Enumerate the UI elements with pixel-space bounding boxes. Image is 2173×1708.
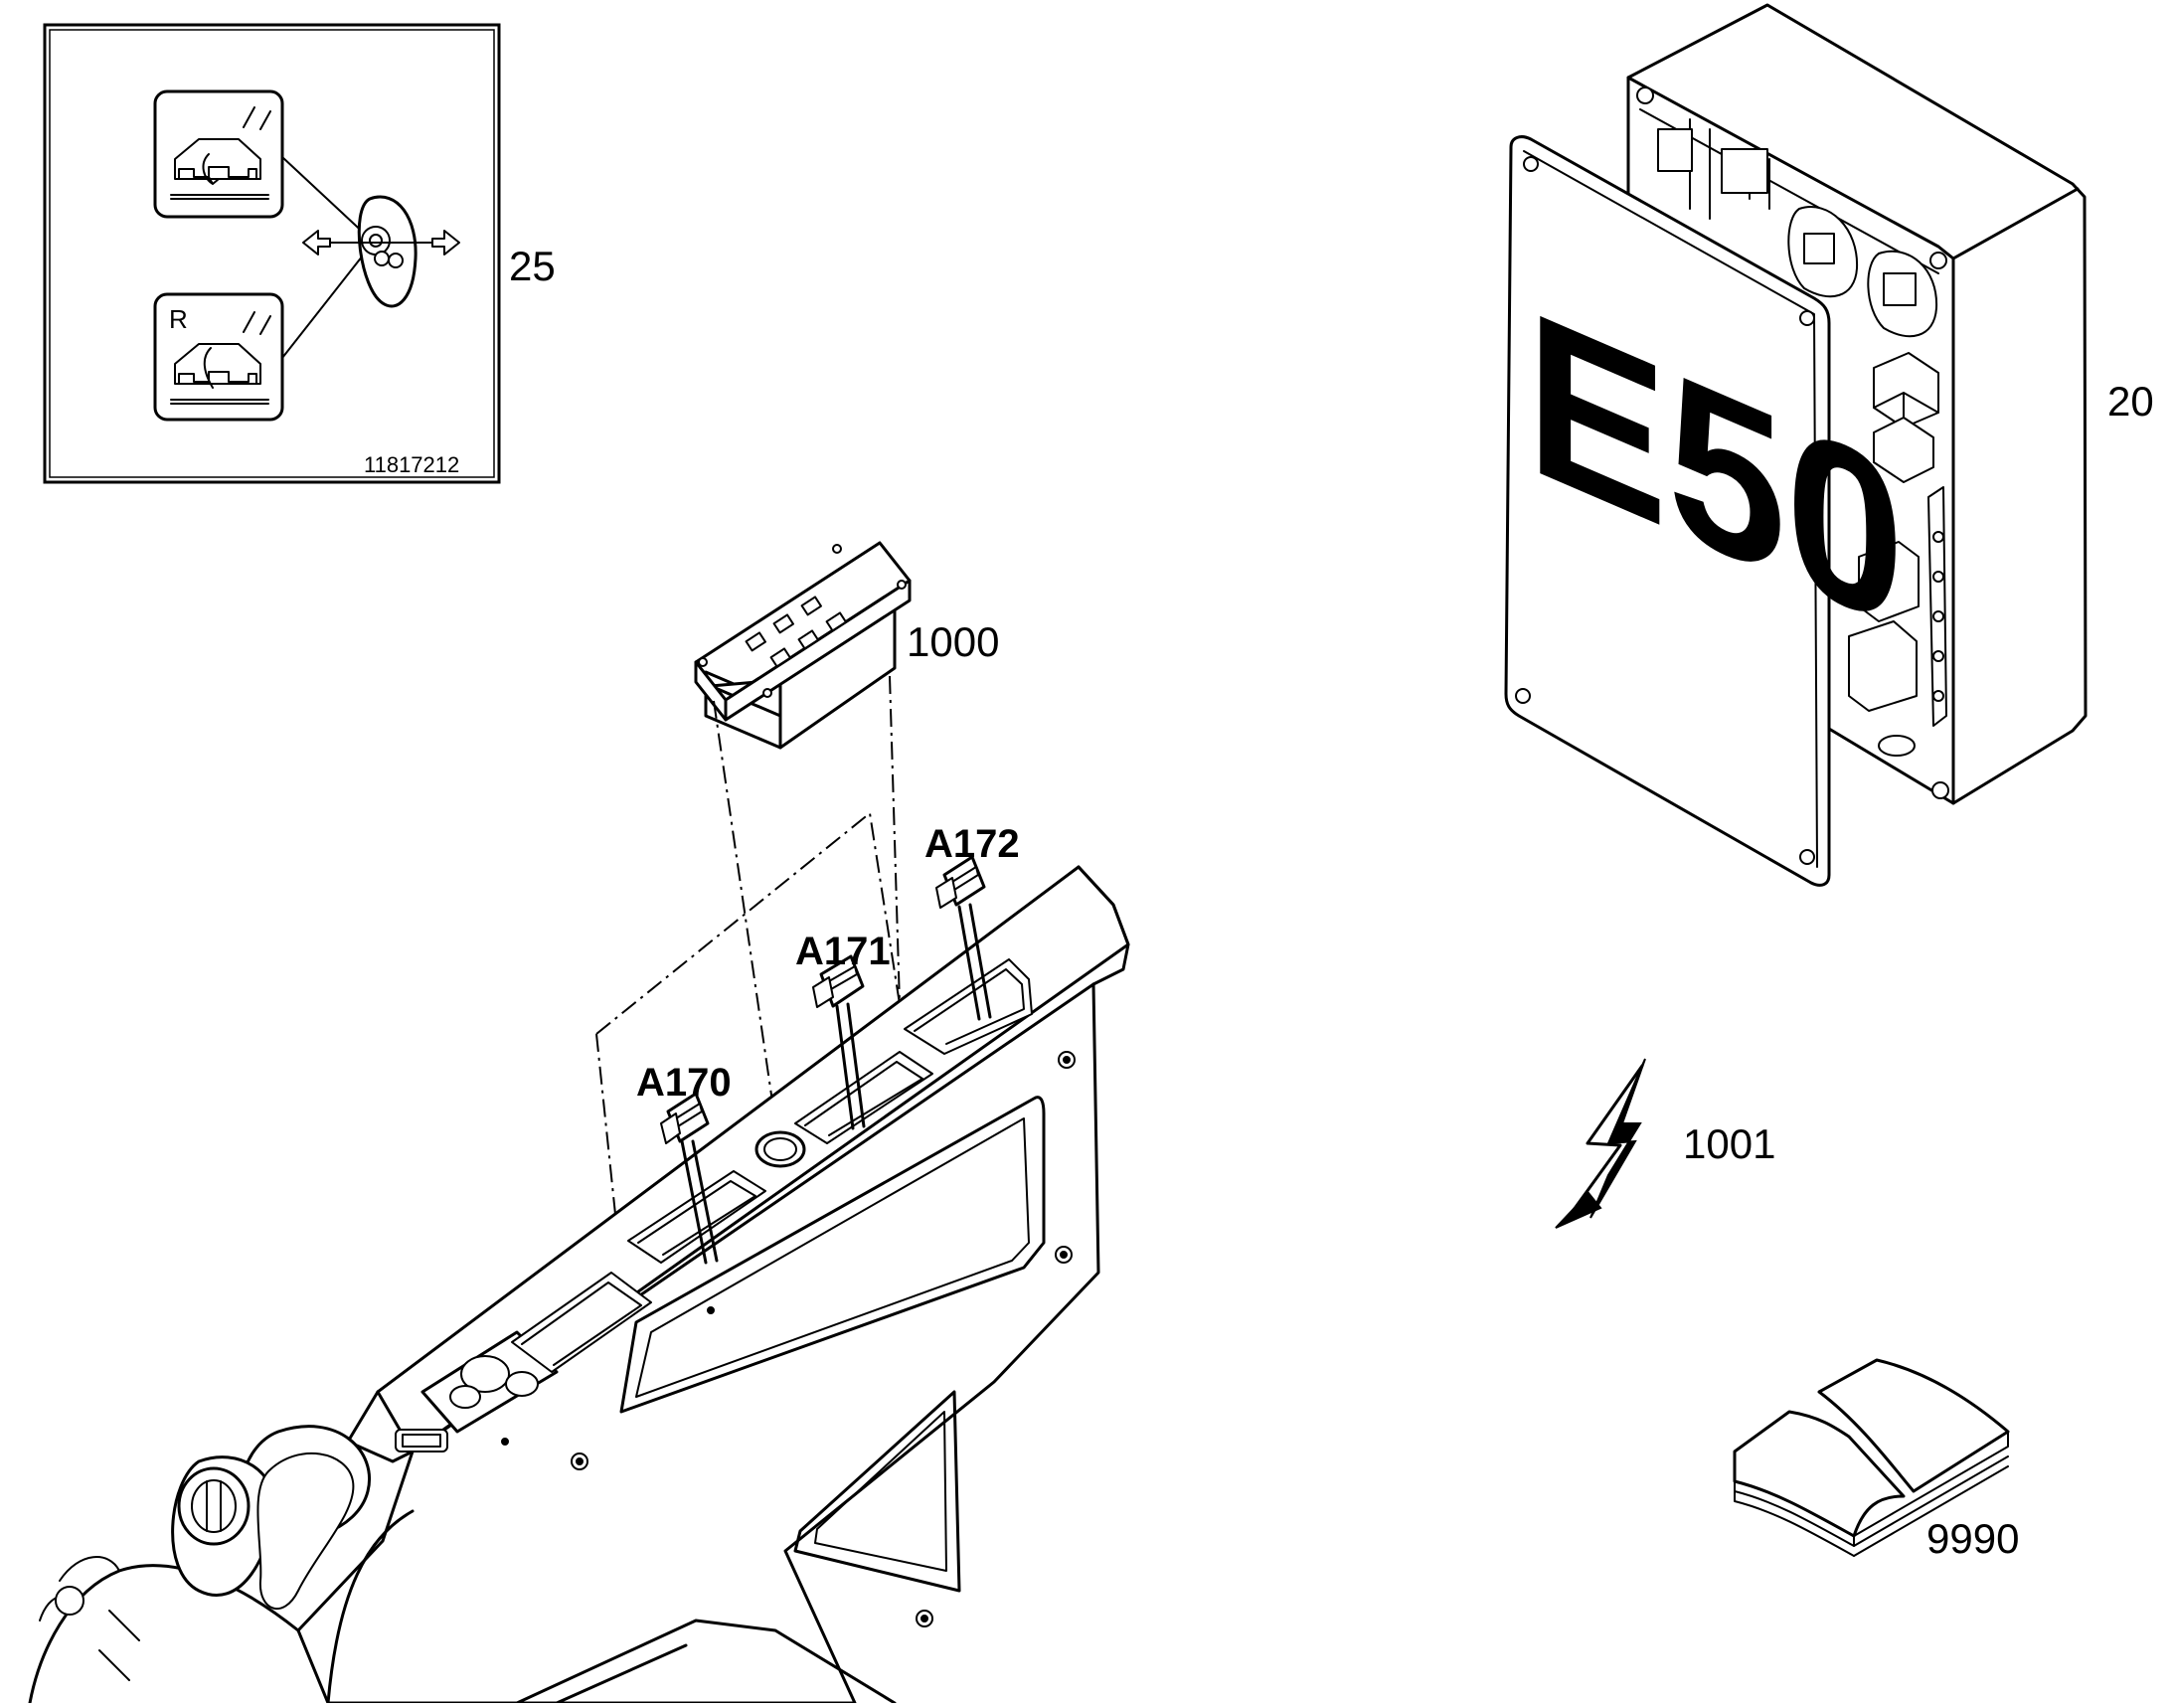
lift-down-pictogram-icon: R — [153, 292, 284, 422]
keypad-module — [694, 541, 912, 750]
connector-a172 — [935, 855, 992, 1021]
callout-20: 20 — [2107, 378, 2154, 425]
callout-1001: 1001 — [1683, 1120, 1775, 1167]
connector-label-a170: A170 — [636, 1061, 732, 1105]
dashboard-frame — [28, 865, 1130, 1705]
connector-label-a171: A171 — [795, 930, 891, 973]
lightning-bolt-icon — [1555, 1058, 1646, 1229]
callout-9990: 9990 — [1926, 1515, 2019, 1562]
selector-knob-icon — [302, 195, 460, 308]
projection-line — [889, 675, 901, 1005]
reverse-letter: R — [169, 304, 188, 334]
projection-line — [595, 811, 901, 1035]
connector-label-a172: A172 — [924, 822, 1020, 866]
projection-line — [595, 1033, 619, 1244]
inset-code: 11817212 — [364, 452, 459, 477]
control-box-e50: E50 — [1504, 3, 2088, 887]
connector-a170 — [660, 1092, 719, 1265]
callout-25: 25 — [509, 243, 556, 289]
connector-a171 — [812, 954, 866, 1130]
lift-up-pictogram-icon — [153, 89, 284, 219]
instruction-inset: R 11817212 — [43, 23, 501, 484]
callout-1000: 1000 — [907, 618, 999, 665]
projection-line — [713, 700, 774, 1110]
manual-book-icon — [1733, 1358, 2010, 1557]
